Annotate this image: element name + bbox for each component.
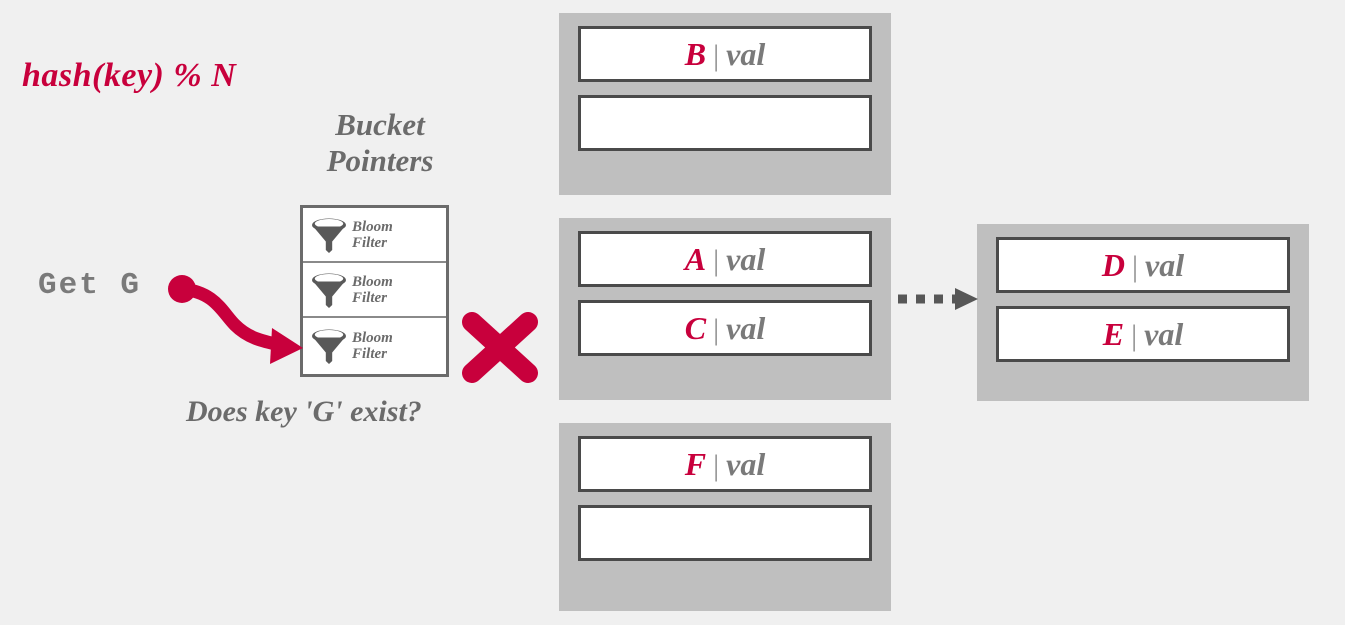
- funnel-icon: [308, 271, 350, 309]
- bloom-filter-label: Bloom Filter: [352, 219, 393, 251]
- bucket-0[interactable]: B | val: [559, 13, 891, 195]
- entry-separator: |: [1132, 249, 1139, 283]
- bloom-filter-label: Bloom Filter: [352, 330, 393, 362]
- bucket-entry[interactable]: A | val: [578, 231, 872, 287]
- hash-function-label: hash(key) % N: [22, 57, 237, 94]
- entry-key: C: [684, 309, 707, 346]
- entry-value: val: [1145, 246, 1185, 283]
- bucket-pointers-label-line2: Pointers: [326, 143, 434, 178]
- bloom-filter-row-1[interactable]: Bloom Filter: [303, 263, 446, 318]
- bucket-pointers-label-line1: Bucket: [335, 107, 425, 142]
- bloom-filter-label-line1: Bloom: [352, 273, 393, 290]
- bucket-entry[interactable]: E | val: [996, 306, 1290, 362]
- entry-key: E: [1102, 315, 1125, 352]
- entry-separator: |: [713, 448, 720, 482]
- entry-text: D | val: [1102, 247, 1184, 284]
- bloom-filter-label-line2: Filter: [352, 289, 388, 306]
- overflow-arrow-icon: [898, 288, 978, 310]
- entry-separator: |: [713, 312, 720, 346]
- bloom-filter-label-line2: Filter: [352, 346, 388, 362]
- bucket-entry[interactable]: B | val: [578, 26, 872, 82]
- entry-key: F: [684, 445, 707, 482]
- funnel-icon: [308, 327, 350, 365]
- entry-separator: |: [713, 243, 720, 277]
- entry-key: B: [684, 35, 707, 72]
- bucket-entry[interactable]: F | val: [578, 436, 872, 492]
- lookup-arrow-icon: [168, 275, 303, 364]
- bloom-filter-row-0[interactable]: Bloom Filter: [303, 208, 446, 263]
- entry-separator: |: [1131, 318, 1138, 352]
- overflow-block[interactable]: D | val E | val: [977, 224, 1309, 401]
- negative-result-x-icon: [462, 312, 538, 383]
- bucket-entry[interactable]: D | val: [996, 237, 1290, 293]
- bucket-pointers-label: Bucket Pointers: [300, 107, 460, 179]
- bucket-entry-empty[interactable]: [578, 95, 872, 151]
- entry-separator: |: [713, 38, 720, 72]
- bloom-filter-label-line1: Bloom: [352, 218, 393, 235]
- entry-value: val: [726, 309, 766, 346]
- bucket-entry[interactable]: C | val: [578, 300, 872, 356]
- bloom-filter-row-2[interactable]: Bloom Filter: [303, 318, 446, 374]
- bloom-filter-label-line1: Bloom: [352, 330, 393, 346]
- entry-value: val: [726, 240, 766, 277]
- bucket-2[interactable]: F | val: [559, 423, 891, 611]
- bucket-1[interactable]: A | val C | val: [559, 218, 891, 400]
- entry-text: F | val: [685, 446, 765, 483]
- entry-text: B | val: [685, 36, 765, 73]
- entry-value: val: [1144, 315, 1184, 352]
- funnel-icon: [308, 216, 350, 254]
- get-request-label: Get G: [38, 268, 142, 303]
- bucket-entry-empty[interactable]: [578, 505, 872, 561]
- entry-key: A: [684, 240, 707, 277]
- bucket-pointer-stack[interactable]: Bloom Filter Bloom Filter: [300, 205, 449, 377]
- entry-value: val: [726, 445, 766, 482]
- bloom-filter-label-line2: Filter: [352, 234, 388, 251]
- bloom-filter-label: Bloom Filter: [352, 274, 393, 306]
- lookup-question-label: Does key 'G' exist?: [186, 395, 422, 428]
- entry-text: A | val: [685, 241, 765, 278]
- entry-value: val: [726, 35, 766, 72]
- entry-text: E | val: [1103, 316, 1183, 353]
- entry-text: C | val: [685, 310, 765, 347]
- entry-key: D: [1101, 246, 1125, 283]
